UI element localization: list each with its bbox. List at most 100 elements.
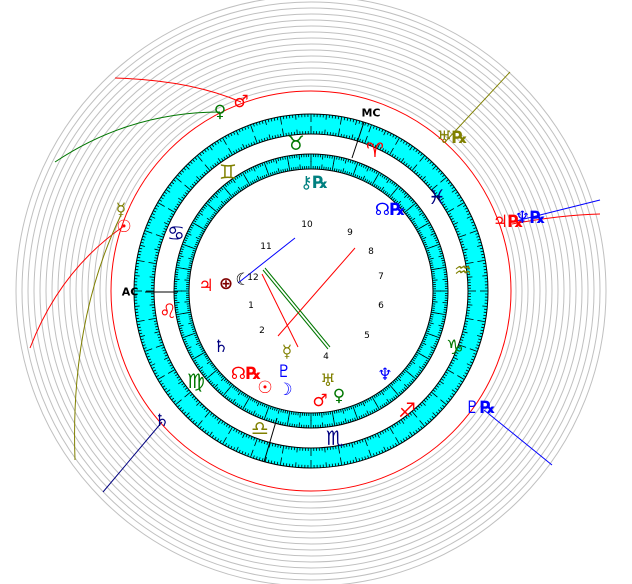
tick: [415, 149, 418, 153]
tick: [387, 193, 390, 197]
tick: [429, 320, 433, 322]
tick: [244, 126, 247, 130]
tick: [203, 407, 207, 411]
tick: [407, 414, 410, 418]
tick: [434, 342, 438, 345]
pluto-line: [483, 409, 553, 466]
tick: [393, 182, 396, 186]
tick: [235, 429, 238, 433]
tick: [414, 355, 418, 358]
tick: [381, 449, 384, 453]
tick: [395, 394, 398, 398]
tick: [227, 191, 233, 198]
tick: [409, 166, 413, 170]
tick: [199, 425, 202, 429]
tick: [194, 157, 198, 160]
tick: [339, 457, 343, 466]
grid-circle: [27, 7, 595, 575]
tick: [352, 418, 354, 422]
tick: [271, 443, 274, 447]
tick: [212, 164, 215, 168]
tick: [204, 355, 208, 358]
tick: [480, 250, 484, 253]
tick: [159, 380, 163, 383]
tick: [372, 125, 375, 129]
tick: [465, 317, 474, 321]
tick: [469, 361, 473, 364]
tick: [216, 438, 220, 442]
tick: [464, 323, 468, 325]
tick: [405, 436, 408, 440]
transit-neptune-icon: ♆℞: [515, 208, 545, 228]
tick: [429, 262, 433, 264]
tick: [230, 445, 233, 449]
tick: [266, 405, 270, 414]
tick: [430, 232, 436, 236]
tick: [155, 375, 160, 378]
tick: [437, 169, 441, 173]
tick: [409, 145, 413, 151]
tick: [412, 431, 416, 435]
tick: [424, 218, 428, 221]
tick: [441, 259, 445, 262]
tick: [208, 199, 212, 202]
tick: [175, 176, 182, 183]
tick: [435, 338, 440, 341]
tick: [405, 212, 409, 215]
tick: [424, 157, 428, 160]
tick: [141, 238, 145, 241]
tick: [191, 254, 195, 256]
tick: [272, 159, 275, 163]
tick: [442, 404, 445, 408]
tick: [340, 409, 342, 413]
tick: [445, 400, 449, 403]
tick: [235, 388, 238, 392]
tick: [288, 162, 291, 171]
tick: [401, 372, 405, 375]
tick: [250, 411, 253, 415]
tick: [178, 197, 183, 202]
tick: [465, 210, 469, 213]
tick: [277, 157, 279, 162]
tick: [148, 261, 157, 265]
tick: [425, 246, 434, 250]
tick: [226, 396, 229, 400]
tick: [344, 418, 347, 424]
tick: [184, 342, 188, 345]
tick: [204, 224, 208, 227]
tick: [277, 444, 279, 448]
tick: [238, 174, 241, 178]
tick: [391, 425, 394, 429]
tick: [228, 181, 231, 185]
tick: [423, 336, 428, 339]
tick: [235, 130, 239, 136]
tick: [369, 142, 372, 146]
tick: [176, 376, 180, 379]
tick: [437, 196, 441, 200]
tick: [259, 415, 262, 419]
tick: [206, 147, 210, 151]
tick: [279, 457, 283, 466]
tick: [191, 326, 195, 328]
tick: [137, 326, 141, 329]
tick: [216, 140, 220, 144]
tick: [151, 366, 155, 369]
tick: [467, 366, 471, 369]
tick: [355, 457, 358, 463]
transit-sun-icon: ☉: [116, 217, 131, 237]
tick: [205, 169, 209, 173]
tick: [466, 215, 472, 219]
tick: [435, 340, 439, 343]
tick: [201, 151, 205, 155]
tick: [158, 339, 162, 341]
tick: [336, 156, 338, 160]
tick: [429, 185, 433, 189]
tick: [169, 395, 173, 398]
tick: [183, 167, 187, 171]
tick: [417, 208, 421, 211]
tick: [429, 393, 433, 397]
tick: [411, 200, 415, 204]
tick: [362, 164, 365, 168]
tick: [235, 446, 239, 452]
tick: [428, 256, 432, 258]
